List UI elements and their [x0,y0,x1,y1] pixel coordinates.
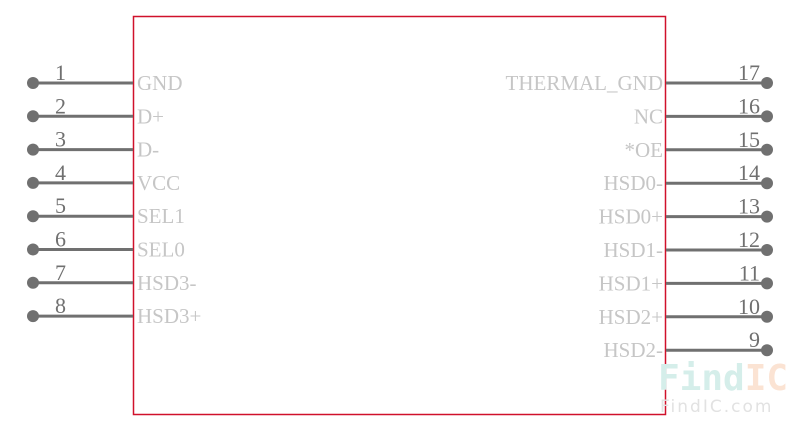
pin-17: 17 THERMAL_GND [506,60,773,95]
pin-number: 1 [55,60,66,85]
pin-endpoint [27,310,39,323]
pin-number: 12 [738,227,760,252]
pin-endpoint [27,210,39,223]
pin-number: 16 [738,93,760,118]
pin-name: THERMAL_GND [506,71,664,95]
pin-7: 7 HSD3- [27,260,197,295]
pin-number: 14 [738,160,760,185]
pin-name: HSD1- [603,238,663,262]
pin-number: 15 [738,127,760,152]
pin-12: 12 HSD1- [603,227,773,262]
pin-2: 2 D+ [27,93,164,128]
component-body [132,15,667,416]
pin-name: HSD3- [137,271,197,295]
pin-name: D- [137,138,159,162]
watermark-logo: FindIC [658,358,788,399]
pin-name: HSD0- [603,171,663,195]
pin-endpoint [761,310,773,323]
pin-number: 4 [55,160,66,185]
pin-name: NC [634,104,663,128]
pin-endpoint [27,176,39,189]
pin-endpoint [761,244,773,256]
pin-name: HSD2+ [599,305,663,329]
pin-name: HSD3+ [137,304,201,328]
pin-number: 9 [749,327,760,352]
pin-endpoint [761,77,773,89]
pin-13: 13 HSD0+ [599,194,773,229]
pin-endpoint [27,77,39,89]
pin-endpoint [27,143,39,156]
pin-number: 8 [55,293,66,318]
pin-endpoint [761,277,773,290]
pin-number: 3 [55,127,66,152]
pin-3: 3 D- [27,127,159,162]
pin-name: SEL1 [137,204,185,228]
pin-number: 7 [55,260,66,285]
pin-6: 6 SEL0 [27,227,185,262]
pin-name: *OE [625,138,664,162]
pin-number: 10 [738,294,760,319]
pin-15: 15 *OE [625,127,773,162]
pin-endpoint [27,276,39,289]
pin-name: HSD1+ [599,271,663,295]
pin-8: 8 HSD3+ [27,293,201,328]
pin-11: 11 HSD1+ [599,260,773,295]
watermark: FindIC FindIC.com [658,358,788,417]
pin-name: D+ [137,104,164,128]
pin-14: 14 HSD0- [603,160,773,195]
pin-name: HSD0+ [599,205,663,229]
pin-10: 10 HSD2+ [599,294,773,329]
pin-endpoint [761,344,773,357]
pin-number: 17 [738,60,760,85]
pin-5: 5 SEL1 [27,193,185,228]
pin-name: VCC [137,171,180,195]
pin-number: 5 [55,193,66,218]
pin-number: 6 [55,227,66,252]
pin-number: 11 [739,260,760,285]
pin-endpoint [761,177,773,190]
pin-endpoint [761,110,773,123]
pin-1: 1 GND [27,60,183,95]
pin-endpoint [761,143,773,156]
watermark-url: FindIC.com [660,397,773,417]
pin-9: 9 HSD2- [603,327,773,362]
pin-16: 16 NC [634,93,773,128]
pin-endpoint [27,110,39,123]
pin-name: GND [137,71,183,95]
pin-name: SEL0 [137,238,185,262]
pin-name: HSD2- [603,338,663,362]
pin-4: 4 VCC [27,160,180,195]
pin-number: 2 [55,93,66,118]
pin-number: 13 [738,194,760,219]
pin-endpoint [761,210,773,223]
pin-endpoint [27,243,39,256]
